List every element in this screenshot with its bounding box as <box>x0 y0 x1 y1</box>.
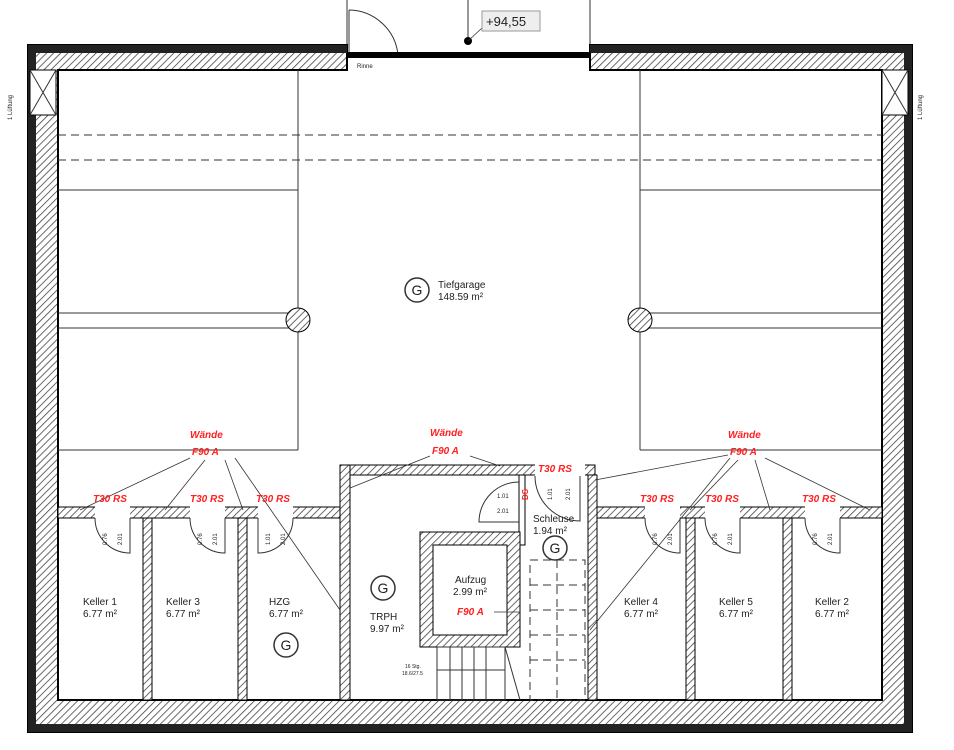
door-swing-icon <box>189 517 226 554</box>
parking-lines <box>58 70 882 451</box>
svg-text:F90 A: F90 A <box>432 446 459 457</box>
svg-text:6.77 m²: 6.77 m² <box>719 609 754 620</box>
ventilation-shaft-right: 1 Lüftung <box>881 69 924 120</box>
svg-text:Keller 3: Keller 3 <box>166 597 200 608</box>
svg-text:Keller 5: Keller 5 <box>719 597 753 608</box>
ventilation-shaft-left: 1 Lüftung <box>8 69 57 120</box>
svg-text:0.76: 0.76 <box>813 533 819 545</box>
room-keller5: Keller 5 6.77 m² <box>719 597 754 620</box>
svg-text:Keller 1: Keller 1 <box>83 597 117 608</box>
svg-text:1 Lüftung: 1 Lüftung <box>8 95 14 120</box>
svg-text:6.77 m²: 6.77 m² <box>83 609 118 620</box>
svg-text:2.01: 2.01 <box>213 533 219 545</box>
room-schleuse: Schleuse 1.94 m² G <box>533 514 575 561</box>
svg-text:2.01: 2.01 <box>281 533 287 545</box>
svg-text:1.01: 1.01 <box>266 533 272 545</box>
svg-text:HZG: HZG <box>269 597 290 608</box>
svg-text:F90 A: F90 A <box>457 607 484 618</box>
door-swing-icon <box>257 517 294 554</box>
inner-walls <box>57 464 883 701</box>
svg-text:2.01: 2.01 <box>118 533 124 545</box>
svg-text:T30 RS: T30 RS <box>256 494 290 505</box>
svg-text:F90 A: F90 A <box>730 447 757 458</box>
svg-text:Wände: Wände <box>728 430 761 441</box>
room-tiefgarage: G Tiefgarage 148.59 m² <box>404 277 486 303</box>
svg-text:9.97 m²: 9.97 m² <box>370 624 405 635</box>
door-swing-icon <box>348 9 399 56</box>
svg-text:6.77 m²: 6.77 m² <box>269 609 304 620</box>
svg-text:Schleuse: Schleuse <box>533 514 575 525</box>
svg-text:G: G <box>550 540 561 556</box>
svg-text:T30 RS: T30 RS <box>93 494 127 505</box>
svg-text:0.76: 0.76 <box>103 533 109 545</box>
door-swing-icon <box>534 475 581 522</box>
svg-text:0.76: 0.76 <box>653 533 659 545</box>
svg-text:Wände: Wände <box>430 428 463 439</box>
door-swing-icon <box>644 517 681 554</box>
svg-text:1.01: 1.01 <box>548 488 554 500</box>
svg-text:T30 RS: T30 RS <box>538 464 572 475</box>
svg-text:F90 A: F90 A <box>192 447 219 458</box>
svg-text:Wände: Wände <box>190 430 223 441</box>
door-swing-icon <box>94 517 131 554</box>
room-keller3: Keller 3 6.77 m² <box>166 597 201 620</box>
svg-text:6.77 m²: 6.77 m² <box>815 609 850 620</box>
svg-text:T30 RS: T30 RS <box>802 494 836 505</box>
door-swing-icon <box>478 481 520 523</box>
svg-text:Aufzug: Aufzug <box>455 575 486 586</box>
svg-text:TRPH: TRPH <box>370 612 397 623</box>
top-door-label: Rinne <box>357 64 373 70</box>
entrance-ramp: +94,55 Rinne <box>346 0 591 70</box>
room-keller4: Keller 4 6.77 m² <box>624 597 659 620</box>
g-symbol-icon <box>370 575 396 601</box>
svg-text:Keller 2: Keller 2 <box>815 597 849 608</box>
room-name: Tiefgarage <box>438 280 486 291</box>
svg-text:18.6/27.5: 18.6/27.5 <box>402 671 423 677</box>
svg-text:T30 RS: T30 RS <box>705 494 739 505</box>
svg-text:6.77 m²: 6.77 m² <box>624 609 659 620</box>
elevation-marker: +94,55 <box>486 14 526 29</box>
staircase: 16 Stg. 18.6/27.5 <box>402 559 586 701</box>
svg-text:2.01: 2.01 <box>728 533 734 545</box>
door-swing-icon <box>704 517 741 554</box>
svg-text:2.01: 2.01 <box>668 533 674 545</box>
room-hzg: HZG 6.77 m² G <box>269 597 304 658</box>
g-symbol-icon <box>404 277 430 303</box>
svg-text:G: G <box>412 282 423 298</box>
g-symbol-icon <box>542 535 568 561</box>
room-keller1: Keller 1 6.77 m² <box>83 597 118 620</box>
svg-text:2.01: 2.01 <box>566 488 572 500</box>
svg-text:2.01: 2.01 <box>828 533 834 545</box>
svg-text:2.99 m²: 2.99 m² <box>453 587 488 598</box>
door-swings <box>94 475 841 554</box>
g-symbol-icon <box>273 632 299 658</box>
svg-text:2.01: 2.01 <box>497 509 509 515</box>
door-swing-icon <box>804 517 841 554</box>
svg-text:16 Stg.: 16 Stg. <box>405 664 421 670</box>
svg-text:G: G <box>378 580 389 596</box>
svg-text:1.01: 1.01 <box>497 494 509 500</box>
svg-text:T30 RS: T30 RS <box>640 494 674 505</box>
svg-text:0.76: 0.76 <box>198 533 204 545</box>
room-aufzug: Aufzug 2.99 m² F90 A <box>453 575 520 618</box>
column-icon <box>285 307 311 333</box>
svg-text:Keller 4: Keller 4 <box>624 597 658 608</box>
svg-text:6.77 m²: 6.77 m² <box>166 609 201 620</box>
fire-annotation-left: Wände F90 A T30 RS T30 RS T30 RS <box>79 430 341 611</box>
svg-text:1.94 m²: 1.94 m² <box>533 526 568 537</box>
fire-annotation-center: Wände F90 A T30 RS <box>349 428 572 489</box>
svg-text:0.76: 0.76 <box>713 533 719 545</box>
svg-text:T30 RS: T30 RS <box>190 494 224 505</box>
column-icon <box>627 307 653 333</box>
ds-label: DS <box>521 488 530 500</box>
svg-text:1 Lüftung: 1 Lüftung <box>918 95 924 120</box>
room-keller2: Keller 2 6.77 m² <box>815 597 850 620</box>
door-dimensions: 0.76 2.01 0.76 2.01 1.01 2.01 0.76 2.01 … <box>103 488 834 545</box>
fire-annotation-right: Wände F90 A T30 RS T30 RS T30 RS <box>589 430 871 631</box>
room-trph: G TRPH 9.97 m² <box>370 575 405 635</box>
svg-text:G: G <box>281 637 292 653</box>
room-area: 148.59 m² <box>438 292 484 303</box>
